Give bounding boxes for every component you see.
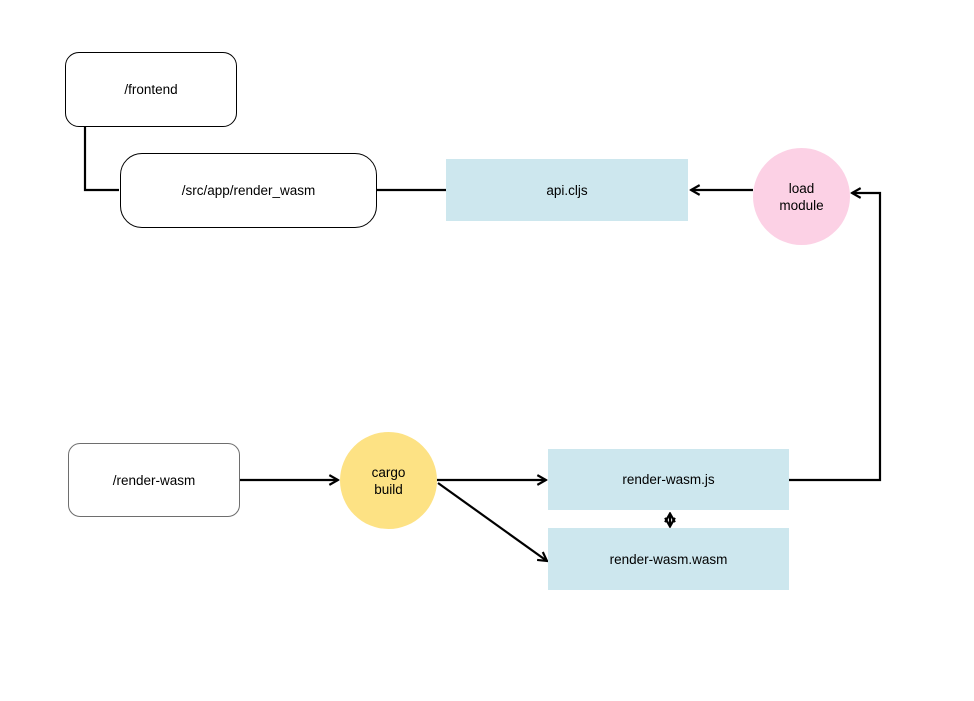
node-cargo-build-label-line1: cargo <box>371 464 406 480</box>
node-render-wasm-dir-label: /render-wasm <box>112 472 196 488</box>
node-load-module: load module <box>753 148 850 245</box>
node-cargo-build-label-line2: build <box>374 481 403 497</box>
edge-cargobuild-to-renderwasmwasm <box>437 482 547 561</box>
node-load-module-label-line1: load <box>788 180 815 196</box>
node-cargo-build: cargo build <box>340 432 437 529</box>
node-render-wasm-wasm-label: render-wasm.wasm <box>609 551 728 567</box>
node-frontend: /frontend <box>65 52 237 127</box>
node-render-wasm-js-label: render-wasm.js <box>622 472 715 487</box>
node-render-wasm-dir: /render-wasm <box>68 443 240 517</box>
node-api-cljs: api.cljs <box>446 159 688 221</box>
node-frontend-label: /frontend <box>124 82 178 97</box>
node-src-app-render-wasm-label: /src/app/render_wasm <box>181 183 316 198</box>
node-render-wasm-wasm: render-wasm.wasm <box>548 528 789 590</box>
node-render-wasm-js: render-wasm.js <box>548 449 789 510</box>
node-src-app-render-wasm: /src/app/render_wasm <box>120 153 377 228</box>
edge-frontend-to-src <box>83 126 119 192</box>
node-load-module-label-line2: module <box>779 197 824 213</box>
node-api-cljs-label: api.cljs <box>546 182 588 198</box>
